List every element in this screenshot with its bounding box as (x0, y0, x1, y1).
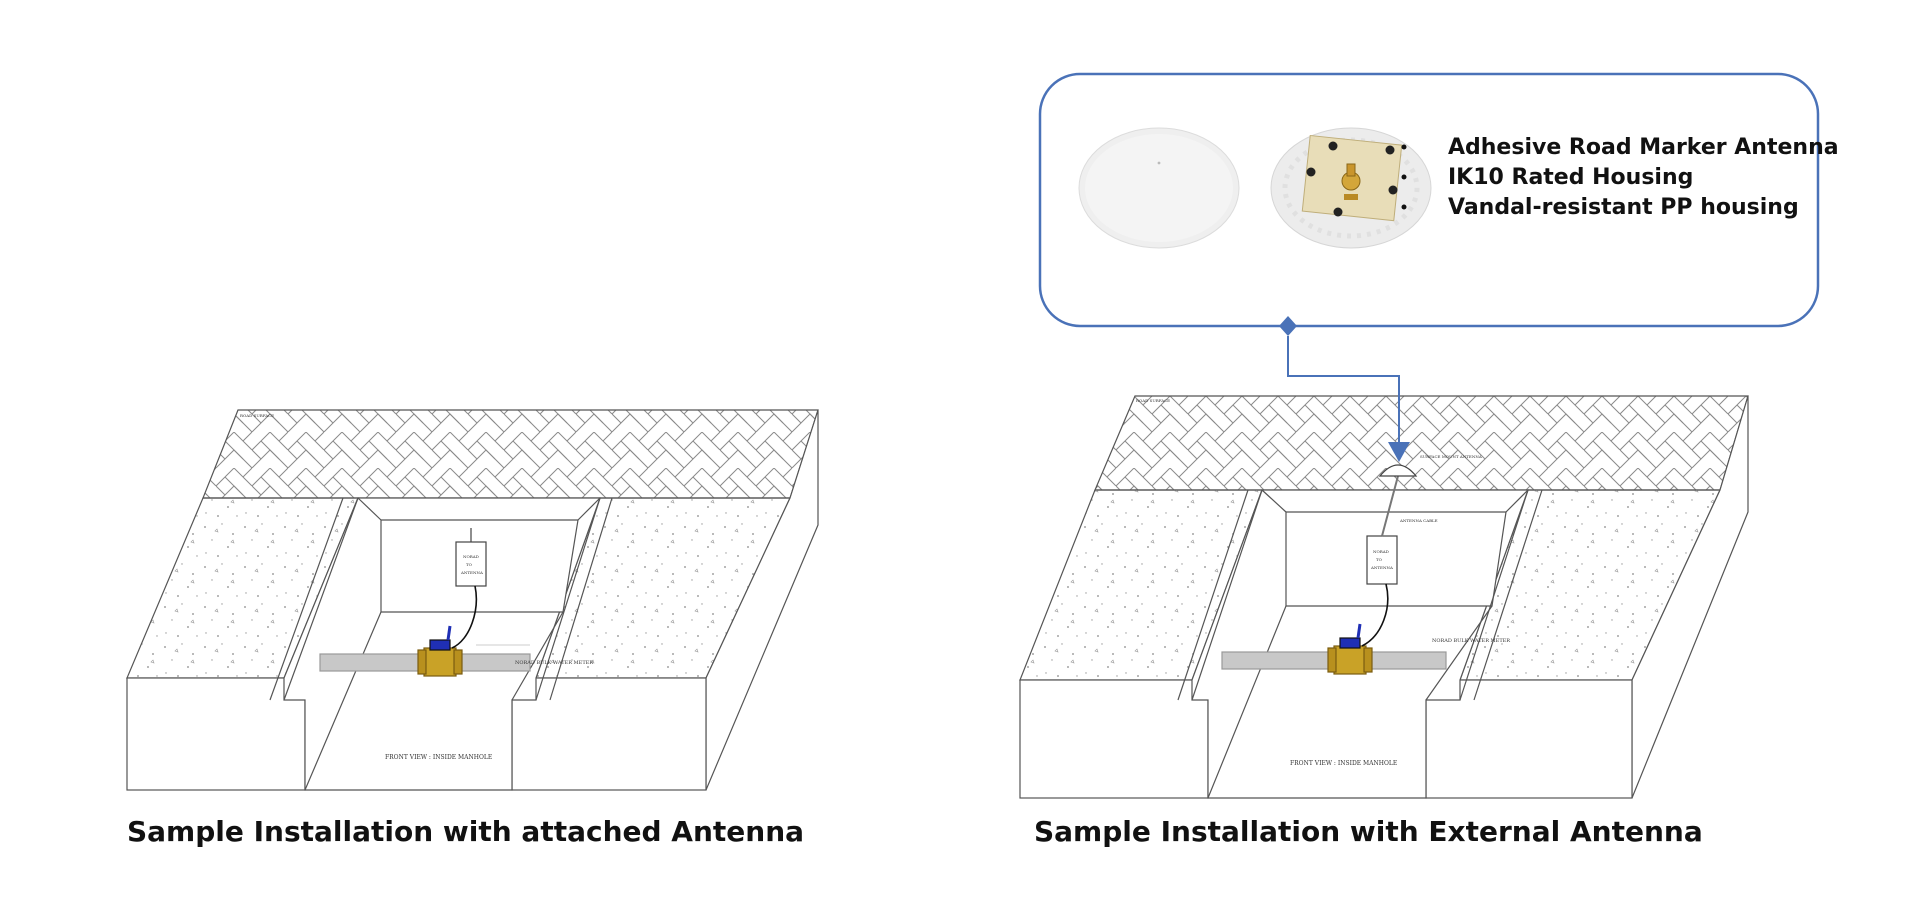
callout-line-3: Vandal-resistant PP housing (1448, 195, 1799, 220)
callout-line-2: IK10 Rated Housing (1448, 165, 1694, 190)
right-meter-flange-l (1327, 647, 1337, 673)
svg-text:SURFACE MOUNT ANTENNA: SURFACE MOUNT ANTENNA (1420, 454, 1482, 459)
svg-text:NORAD: NORAD (1373, 549, 1389, 554)
svg-text:TO: TO (466, 562, 473, 567)
left-figure-caption: Sample Installation with attached Antenn… (127, 815, 805, 848)
right-transmitter-box (1366, 535, 1398, 585)
callout-arrowhead (1388, 442, 1410, 462)
left-front-left (126, 677, 306, 791)
svg-text:NORAD BULK WATER METER: NORAD BULK WATER METER (515, 660, 593, 666)
callout-connector (1287, 336, 1400, 446)
svg-text:ROAD SURFACE: ROAD SURFACE (240, 413, 274, 418)
svg-text:NORAD: NORAD (463, 554, 479, 559)
svg-text:ANTENNA: ANTENNA (460, 570, 483, 575)
antenna-cable (1381, 475, 1399, 537)
left-installation: NORAD TO ANTENNA NORAD BULK WATER METER … (126, 409, 819, 791)
left-meter-cap (429, 639, 451, 651)
callout-feature-list: Adhesive Road Marker Antenna IK10 Rated … (1448, 133, 1839, 223)
right-road-surface (1094, 395, 1749, 491)
svg-text:ANTENNA CABLE: ANTENNA CABLE (1399, 518, 1438, 523)
right-meter-cap (1339, 637, 1361, 649)
road-antenna-dome (1378, 464, 1418, 477)
left-transmitter-box (455, 541, 487, 587)
left-road-surface (202, 409, 819, 499)
svg-text:NORAD BULK WATER METER: NORAD BULK WATER METER (1432, 638, 1510, 644)
left-front-right (511, 677, 707, 791)
callout-anchor-diamond (1279, 316, 1297, 336)
svg-text:FRONT VIEW : INSIDE MANHOLE: FRONT VIEW : INSIDE MANHOLE (385, 754, 492, 761)
svg-text:FRONT VIEW : INSIDE MANHOLE: FRONT VIEW : INSIDE MANHOLE (1290, 760, 1397, 767)
right-installation: NORAD TO ANTENNA ANTENNA CABLE NORAD BUL… (1019, 395, 1749, 799)
left-meter-flange-l (417, 649, 427, 675)
callout-line-1: Adhesive Road Marker Antenna (1448, 135, 1839, 160)
right-meter-flange-r (1363, 647, 1373, 673)
svg-text:TO: TO (1376, 557, 1383, 562)
svg-text:ANTENNA: ANTENNA (1370, 565, 1393, 570)
svg-text:ROAD SURFACE: ROAD SURFACE (1136, 398, 1170, 403)
right-front-left (1019, 679, 1209, 799)
right-meter-body (1333, 645, 1367, 675)
antenna-underside-disc (1270, 127, 1432, 249)
left-meter-body (423, 647, 457, 677)
right-figure-caption: Sample Installation with External Antenn… (1034, 815, 1703, 848)
left-meter-flange-r (453, 649, 463, 675)
